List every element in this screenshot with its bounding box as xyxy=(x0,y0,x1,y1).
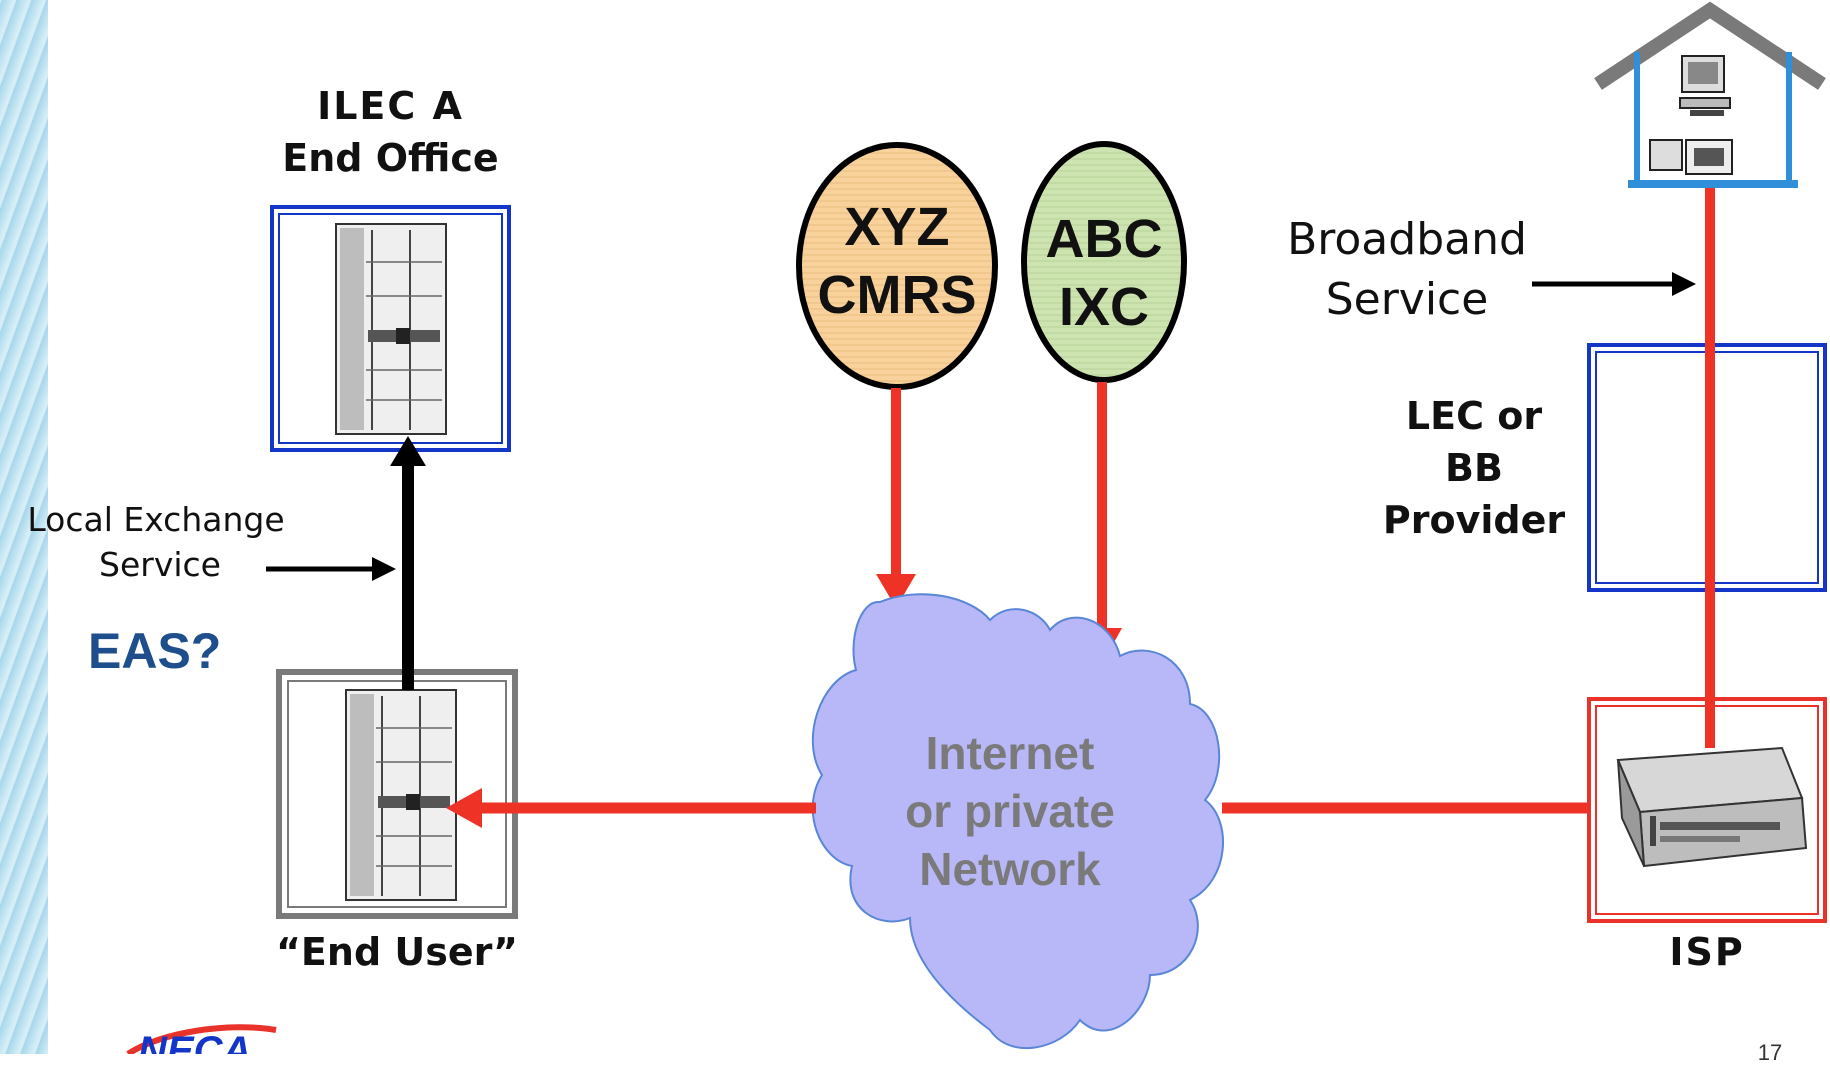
end-user-box xyxy=(276,669,518,919)
switch-cabinet-icon xyxy=(335,223,447,435)
local-exchange-label-line1: Local Exchange xyxy=(27,500,285,539)
customer-house-icon xyxy=(1594,1,1826,188)
lec-label-line2: BB xyxy=(1445,446,1503,490)
internet-label-line2: or private xyxy=(905,785,1115,837)
broadband-label-line1: Broadband xyxy=(1287,214,1527,265)
end-user-label: “End User” xyxy=(275,930,519,974)
internet-label-line1: Internet xyxy=(925,727,1095,779)
internet-cloud xyxy=(811,593,1224,1050)
xyz-label-line2: CMRS xyxy=(817,265,977,325)
abc-label-line1: ABC xyxy=(1045,209,1163,269)
page-number: 17 xyxy=(1757,1040,1783,1065)
local-exchange-label-line2: Service xyxy=(99,545,221,584)
local-exchange-connection xyxy=(390,436,426,690)
ilec-end-office-box xyxy=(270,205,511,452)
isp-label: ISP xyxy=(1669,930,1745,974)
lec-label-line3: Provider xyxy=(1382,498,1566,542)
broadband-label-line2: Service xyxy=(1325,274,1489,325)
network-to-end-user-link xyxy=(446,788,816,828)
internet-label-line3: Network xyxy=(919,843,1101,895)
local-exchange-pointer-arrow xyxy=(266,557,396,581)
left-decorative-band xyxy=(0,0,48,1054)
broadband-pointer-arrow xyxy=(1532,272,1696,296)
ilec-label-line1: ILEC A xyxy=(317,84,464,128)
xyz-label-line1: XYZ xyxy=(844,197,950,257)
ilec-label-line2: End Office xyxy=(282,136,499,180)
eas-question-label: EAS? xyxy=(88,623,222,679)
lec-label-line1: LEC or xyxy=(1405,394,1543,438)
xyz-cmrs-node xyxy=(796,142,998,390)
computer-icon xyxy=(1679,55,1731,116)
abc-ixc-node xyxy=(1021,141,1187,383)
abc-label-line2: IXC xyxy=(1058,277,1150,337)
telephone-icon xyxy=(1649,139,1733,175)
xyz-to-network-link xyxy=(876,388,916,608)
switch-cabinet-icon xyxy=(345,689,457,901)
neca-logo: NECA xyxy=(126,1024,277,1054)
logo-text: NECA xyxy=(138,1029,251,1054)
router-icon xyxy=(1616,746,1808,868)
